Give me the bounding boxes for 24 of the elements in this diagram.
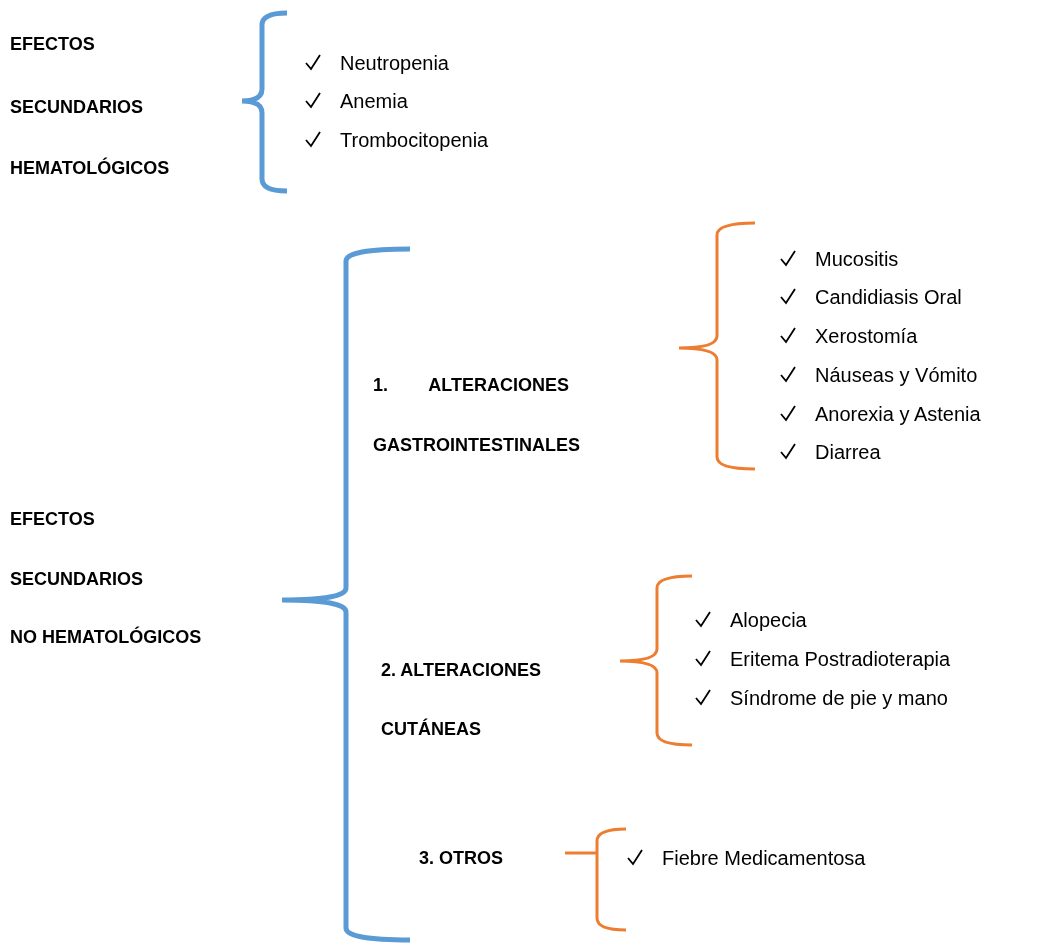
heading-text: 3. OTROS	[419, 847, 503, 870]
heading-text: SECUNDARIOS	[10, 96, 143, 119]
list-item-text: Neutropenia	[340, 51, 449, 75]
heading-text: SECUNDARIOS	[10, 568, 143, 591]
list-item-text: Náuseas y Vómito	[815, 363, 978, 387]
list-item-text: Anemia	[340, 89, 408, 113]
list-item-text: Xerostomía	[815, 324, 918, 348]
heading-text: EFECTOS	[10, 33, 95, 56]
heading-text: CUTÁNEAS	[381, 717, 481, 741]
heading-text: 1. ALTERACIONES	[373, 374, 569, 397]
heading-text: HEMATOLÓGICOS	[10, 156, 170, 180]
list-item-text: Mucositis	[815, 247, 899, 271]
list-item-text: Diarrea	[815, 440, 881, 464]
heading-text: GASTROINTESTINALES	[373, 434, 580, 457]
list-item-text: Trombocitopenia	[340, 128, 489, 152]
list-item-text: Anorexia y Astenia	[815, 402, 981, 426]
heading-text: EFECTOS	[10, 508, 95, 531]
heading-text: NO HEMATOLÓGICOS	[10, 625, 202, 649]
list-item-text: Eritema Postradioterapia	[730, 647, 951, 671]
list-item-text: Síndrome de pie y mano	[730, 686, 948, 710]
list-item-text: Alopecia	[730, 608, 807, 632]
list-item-text: Fiebre Medicamentosa	[662, 846, 866, 870]
list-item-text: Candidiasis Oral	[815, 285, 962, 309]
heading-text: 2. ALTERACIONES	[381, 659, 541, 682]
